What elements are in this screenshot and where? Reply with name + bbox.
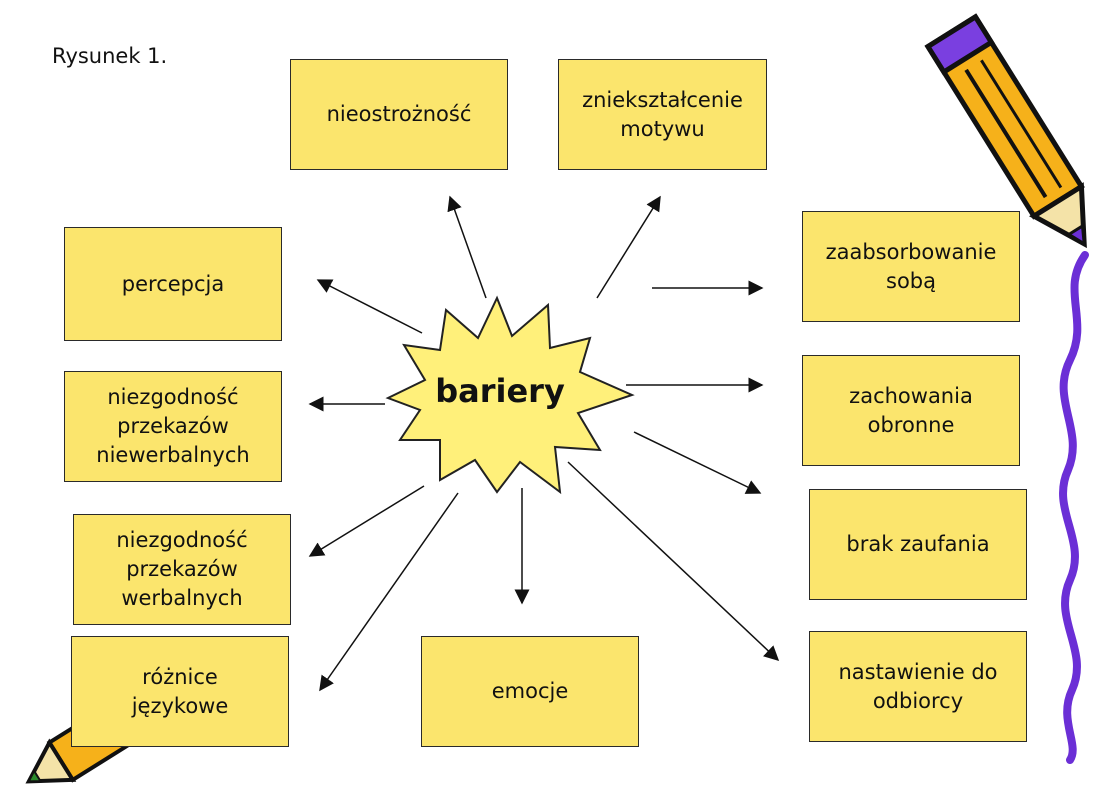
arrow (633, 431, 762, 494)
figure-caption: Rysunek 1. (52, 44, 168, 68)
squiggle-decoration (1059, 251, 1089, 764)
box-zaabsorbowanie-soba: zaabsorbowanie sobą (802, 211, 1020, 322)
box-znieksztalcenie-motywu: zniekształcenie motywu (558, 59, 767, 170)
box-percepcja: percepcja (64, 227, 282, 341)
arrow (596, 195, 661, 299)
box-zachowania-obronne: zachowania obronne (802, 355, 1020, 466)
box-brak-zaufania: brak zaufania (809, 489, 1027, 600)
box-niezgodnosc-niewerbalnych: niezgodność przekazów niewerbalnych (64, 371, 282, 482)
box-niezgodnosc-werbalnych: niezgodność przekazów werbalnych (73, 514, 291, 625)
pencil-icon (924, 13, 1087, 249)
center-label: bariery (435, 372, 565, 410)
arrow (308, 485, 425, 557)
starburst-shape (385, 295, 635, 495)
box-nieostroznosc: nieostrożność (290, 59, 508, 170)
box-nastawienie-do-odbiorcy: nastawienie do odbiorcy (809, 631, 1027, 742)
arrow (316, 279, 423, 334)
arrow (567, 461, 780, 662)
arrow (447, 195, 487, 299)
box-roznice-jezykowe: różnice językowe (71, 636, 289, 747)
arrow (319, 492, 459, 692)
box-emocje: emocje (421, 636, 639, 747)
